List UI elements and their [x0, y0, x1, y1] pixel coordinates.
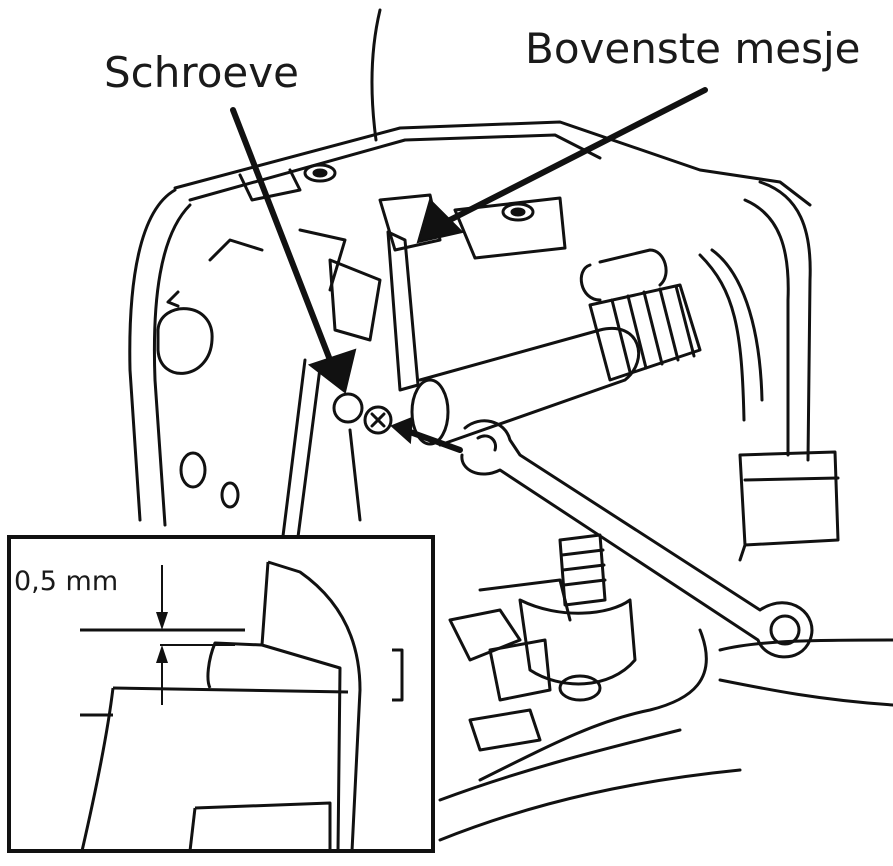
thread-line	[370, 8, 382, 142]
hole-1	[179, 451, 207, 489]
upper-knife-detail	[267, 560, 362, 852]
right-housing	[758, 180, 812, 462]
screw-arrow-head	[307, 348, 357, 394]
detail-inset	[7, 535, 435, 853]
hole-2	[220, 481, 240, 509]
top-cover-edge	[173, 120, 812, 207]
wrench-arrow-line	[407, 429, 463, 453]
upper-plate	[453, 196, 567, 260]
knife-arrow-head	[416, 198, 464, 244]
label-screw: Schroeve	[104, 48, 299, 97]
label-upper-knife: Bovenste mesje	[525, 24, 861, 73]
label-gap-measurement: 0,5 mm	[14, 566, 119, 597]
left-slot	[156, 307, 214, 375]
shaft	[418, 326, 641, 447]
knife-arrow-line	[437, 87, 708, 228]
screw-head	[332, 392, 364, 424]
spring-housing	[558, 533, 607, 607]
feed-block	[448, 608, 522, 662]
top-screw-left	[303, 163, 337, 183]
lower-knife-detail	[112, 686, 349, 694]
wrench	[460, 419, 814, 659]
cable	[478, 628, 708, 782]
gear	[588, 283, 702, 382]
top-cover-inner	[188, 133, 602, 202]
left-housing	[128, 188, 177, 522]
screw-arrow-line	[230, 107, 333, 363]
right-block	[738, 450, 840, 547]
knife-arm	[386, 230, 420, 392]
top-screw-right	[501, 202, 535, 222]
